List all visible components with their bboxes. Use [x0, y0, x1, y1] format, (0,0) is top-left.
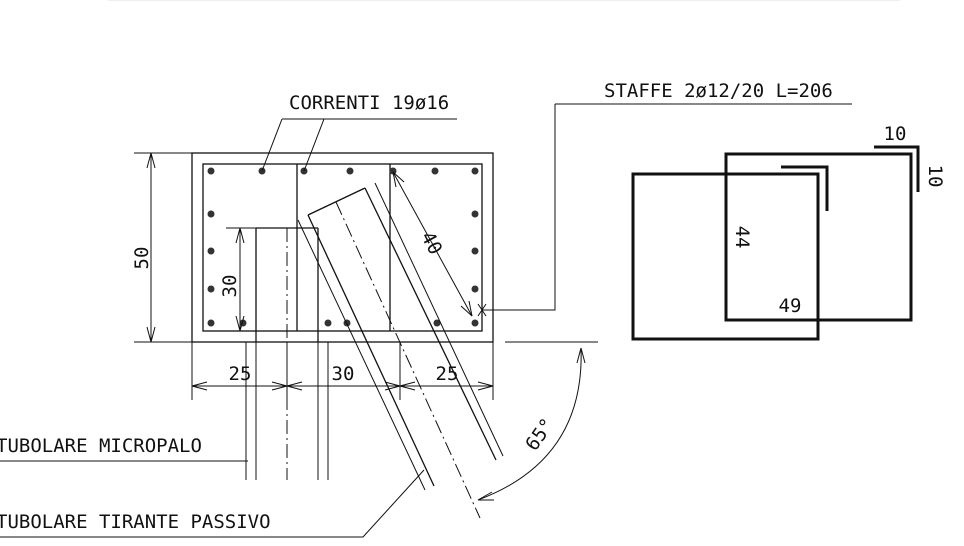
beam-outline — [191, 152, 494, 343]
tirante-axis — [335, 201, 481, 519]
label-correnti: CORRENTI 19ø16 — [289, 92, 449, 114]
dim-stirrup-44: 44 — [731, 226, 753, 249]
dim-stirrup-49: 49 — [779, 295, 802, 317]
label-tirante: TUBOLARE TIRANTE PASSIVO — [0, 511, 271, 533]
staffe-leader — [482, 104, 556, 311]
longitudinal-bars — [207, 167, 479, 327]
dim-50: 50 — [131, 247, 153, 270]
tirante-left-edge — [307, 214, 435, 487]
staffe-leader-tick — [477, 303, 487, 317]
stirrup-outline — [202, 163, 483, 332]
tirante-top — [307, 187, 366, 216]
dim-40-line — [392, 171, 473, 317]
dim-30-vertical: 30 — [219, 275, 241, 298]
dim-hook-side: 10 — [924, 165, 946, 188]
dim-40: 40 — [416, 228, 446, 259]
stirrup-hook-outer — [874, 145, 920, 192]
dim-hook-top: 10 — [884, 123, 907, 145]
dim-25-left: 25 — [229, 363, 252, 385]
stirrup-hook-inner — [781, 165, 829, 211]
dim-30-bottom: 30 — [332, 363, 355, 385]
tirante-right-edge — [364, 187, 497, 461]
angle-arc — [477, 347, 582, 501]
dim-angle: 65° — [521, 414, 559, 455]
label-staffe: STAFFE 2ø12/20 L=206 — [604, 80, 833, 102]
dim-25-right: 25 — [436, 363, 459, 385]
stirrup-detail-front — [724, 152, 913, 322]
correnti-leader-2 — [303, 118, 325, 172]
correnti-leader-1 — [261, 118, 283, 172]
label-micropalo: TUBOLARE MICROPALO — [0, 435, 202, 457]
